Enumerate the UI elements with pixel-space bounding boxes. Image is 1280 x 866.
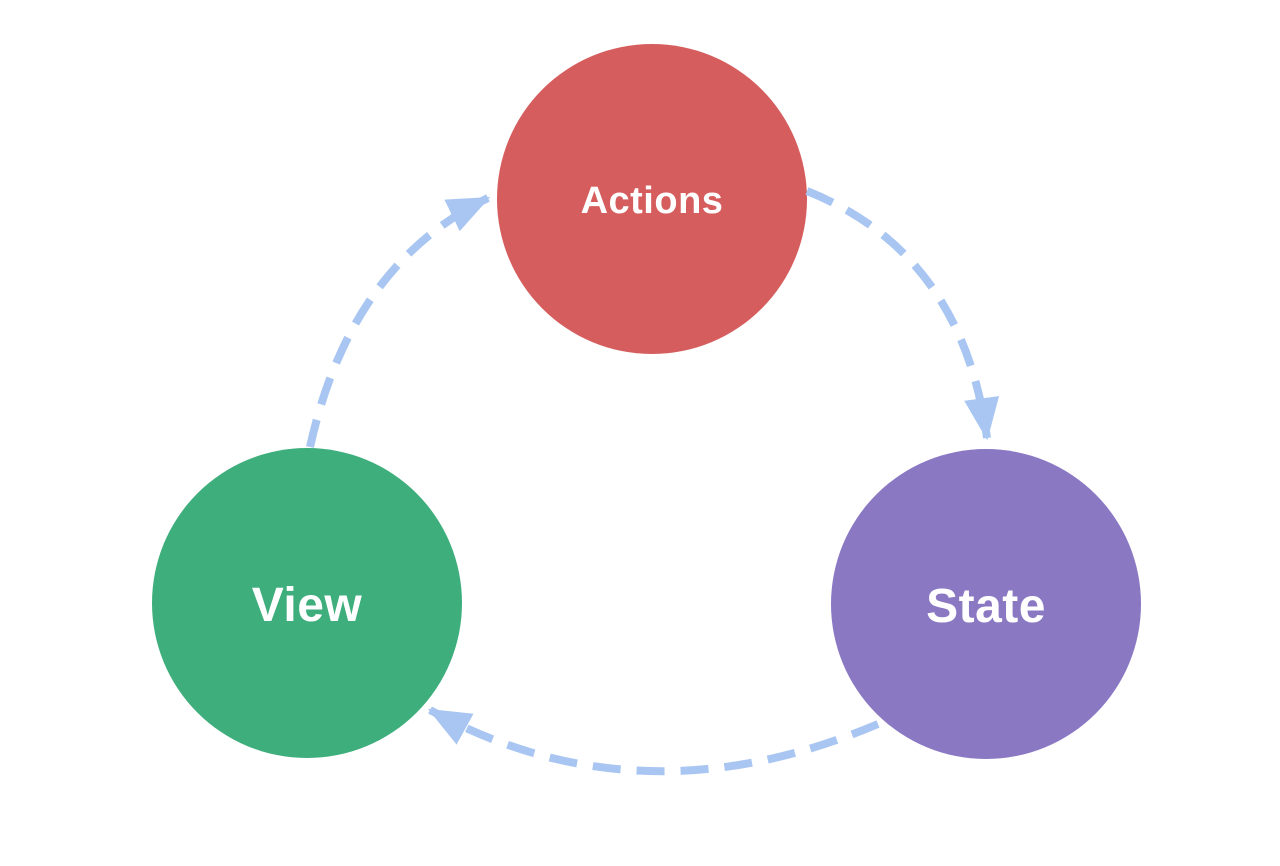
node-view-circle (152, 448, 462, 758)
node-actions-label: Actions (581, 180, 724, 222)
arrow-view-to-actions (306, 194, 491, 448)
node-view: View (152, 448, 462, 758)
node-state-circle (831, 449, 1141, 759)
node-state: State (831, 449, 1141, 759)
arrow-actions-to-state (805, 187, 1000, 441)
node-actions-circle (497, 44, 807, 354)
arrow-state-to-view (427, 706, 880, 776)
node-actions: Actions (497, 44, 807, 354)
node-view-label: View (252, 579, 363, 632)
node-state-label: State (926, 580, 1046, 633)
